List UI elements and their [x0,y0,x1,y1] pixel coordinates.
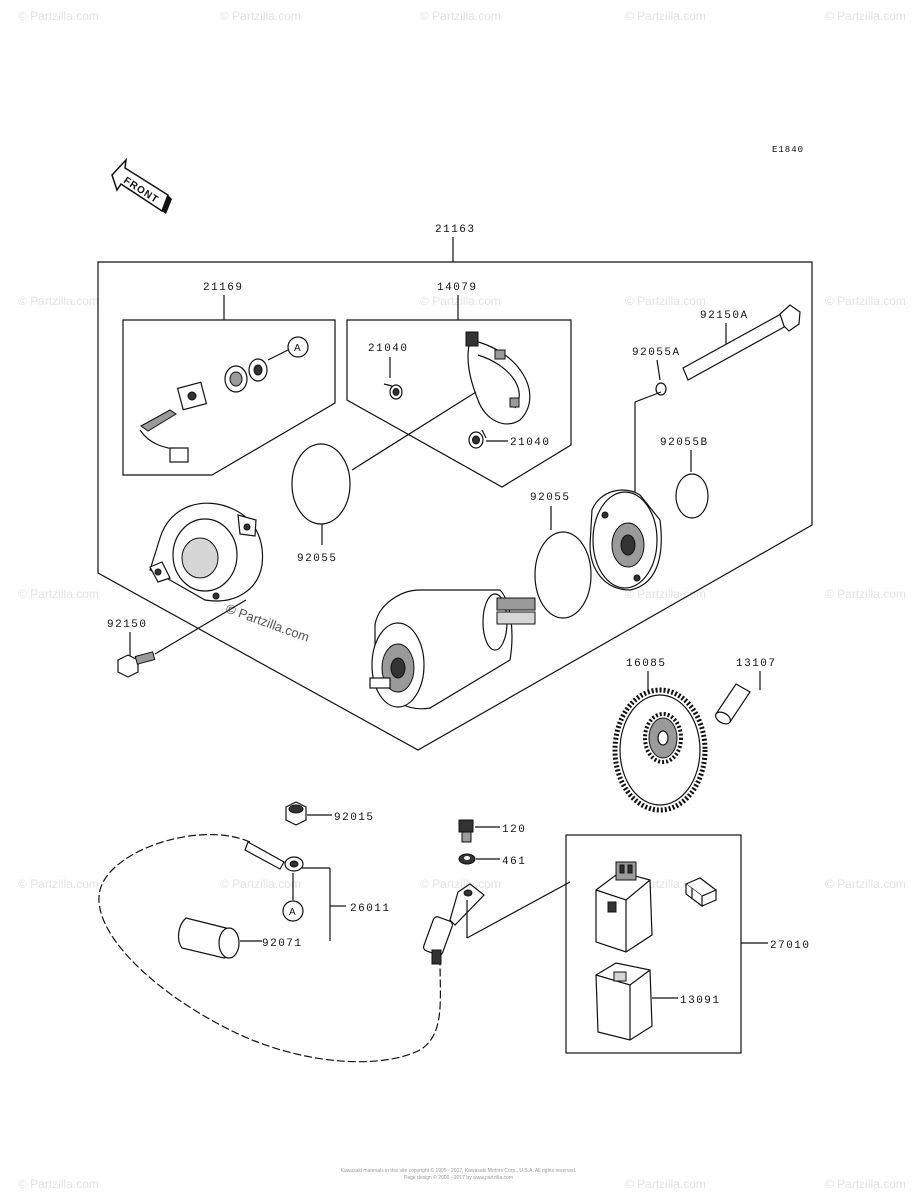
label-92150A[interactable]: 92150A [700,310,749,322]
label-92055A[interactable]: 92055A [632,347,681,359]
bolt-120 [458,819,474,843]
o-ring-92055-right [534,531,592,619]
label-27010[interactable]: 27010 [770,940,811,952]
watermark: © Partzilla.com [420,294,501,308]
watermark: © Partzilla.com [18,587,99,601]
watermark: © Partzilla.com [825,9,906,23]
spring-21040-bottom [468,429,487,449]
label-92055-left[interactable]: 92055 [297,553,338,565]
ref-letter-a: A [294,343,301,354]
watermark: © Partzilla.com [18,877,99,891]
shaft-13107 [715,683,751,725]
assembly-outline-21163 [97,261,813,751]
long-bolt-92150A [682,304,801,381]
label-21163[interactable]: 21163 [435,224,476,236]
fuse [684,877,718,908]
watermark: © Partzilla.com [825,294,906,308]
label-92150[interactable]: 92150 [107,619,148,631]
box-27010 [565,834,742,1054]
footer-copyright: Kawasaki materials in this site copyrigh… [340,1168,577,1174]
label-92015[interactable]: 92015 [334,812,375,824]
idler-gear-16085 [612,687,708,813]
watermark: © Partzilla.com [625,294,706,308]
o-ring-92055-left [291,443,351,525]
box-21169 [122,319,336,476]
cable-terminal-26011: A [244,841,304,922]
label-21169[interactable]: 21169 [203,282,244,294]
watermark: © Partzilla.com [825,1177,906,1191]
watermark-inline: © Partzilla.com [224,601,311,645]
front-arrow-icon: FRONT [111,157,172,214]
watermark: © Partzilla.com [420,9,501,23]
bolt-92150 [117,651,156,678]
armature [369,589,536,710]
watermark: © Partzilla.com [18,294,99,308]
label-13091[interactable]: 13091 [680,995,721,1007]
label-26011[interactable]: 26011 [350,903,391,915]
front-cover [589,489,662,591]
watermark: © Partzilla.com [825,587,906,601]
label-13107[interactable]: 13107 [736,658,777,670]
watermark: © Partzilla.com [625,1177,706,1191]
brush-holder-parts: A [139,336,309,463]
cable-26011 [98,834,442,1063]
label-92071[interactable]: 92071 [262,938,303,950]
o-ring-92055B [675,473,709,519]
rear-cover [149,502,264,602]
o-ring-92055A [655,382,667,396]
diagram-code: E1840 [772,145,804,155]
lead-terminal [422,883,485,965]
label-120[interactable]: 120 [502,824,526,836]
spring-21040-top [383,383,403,400]
watermark: © Partzilla.com [220,9,301,23]
watermark: © Partzilla.com [625,587,706,601]
watermark: © Partzilla.com [420,877,501,891]
ref-letter-a: A [289,907,296,918]
brush-plate [465,331,531,425]
label-16085[interactable]: 16085 [626,658,667,670]
label-21040-top[interactable]: 21040 [368,343,409,355]
label-21040-bottom[interactable]: 21040 [510,437,551,449]
label-461[interactable]: 461 [502,856,526,868]
starter-relay [595,861,653,953]
cap-92071 [177,917,240,959]
watermark: © Partzilla.com [825,877,906,891]
nut-92015 [285,801,307,826]
watermark: © Partzilla.com [18,9,99,23]
watermark: © Partzilla.com [220,877,301,891]
label-92055-right[interactable]: 92055 [530,492,571,504]
watermark: © Partzilla.com [625,9,706,23]
label-14079[interactable]: 14079 [437,282,478,294]
box-14079 [346,319,572,488]
watermark: © Partzilla.com [18,1177,99,1191]
label-92055B[interactable]: 92055B [660,437,709,449]
relay-cover-13091 [595,962,653,1041]
footer-page-design: Page design © 2000 - 2017 by www.partzil… [403,1175,514,1181]
